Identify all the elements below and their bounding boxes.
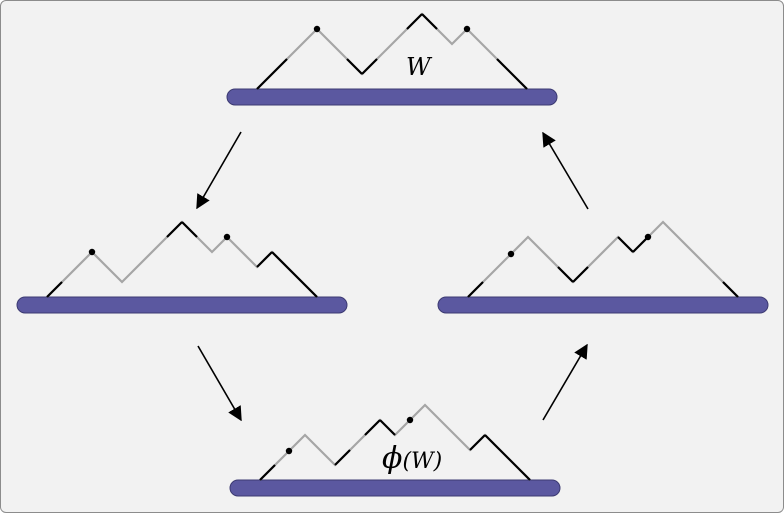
baseline-bar-top (226, 88, 558, 106)
lattice-path-left (46, 220, 318, 298)
arrow-right-to-top (542, 131, 589, 210)
marker-dot (223, 233, 231, 241)
phi-argument: (W) (402, 449, 442, 474)
black-steps-bottom (259, 419, 531, 481)
black-steps-left (46, 221, 318, 298)
phi-symbol: ϕ (382, 441, 402, 476)
arrow-top-to-left (196, 131, 242, 210)
label-phi-w: ϕ(W) (382, 441, 442, 476)
baseline-bar-right (437, 296, 769, 314)
marker-dot (285, 447, 293, 455)
lattice-path-right (467, 220, 739, 298)
config-bottom: ϕ(W) (229, 403, 561, 497)
marker-dot (507, 250, 515, 258)
lattice-path-top (256, 12, 528, 90)
config-right (437, 220, 769, 314)
baseline-bar-left (16, 296, 348, 314)
marker-dot (406, 416, 414, 424)
marker-dot (88, 248, 96, 256)
marker-dot (463, 25, 471, 33)
arrow-bottom-to-right (542, 343, 588, 421)
marker-dot (313, 25, 321, 33)
baseline-bar-bottom (229, 479, 561, 497)
label-w: W (406, 53, 433, 81)
config-top: W (226, 12, 558, 106)
black-steps-top (256, 13, 528, 90)
config-left (16, 220, 348, 314)
marker-dot (644, 233, 652, 241)
black-steps-right (467, 236, 739, 298)
arrow-left-to-bottom (197, 345, 242, 422)
